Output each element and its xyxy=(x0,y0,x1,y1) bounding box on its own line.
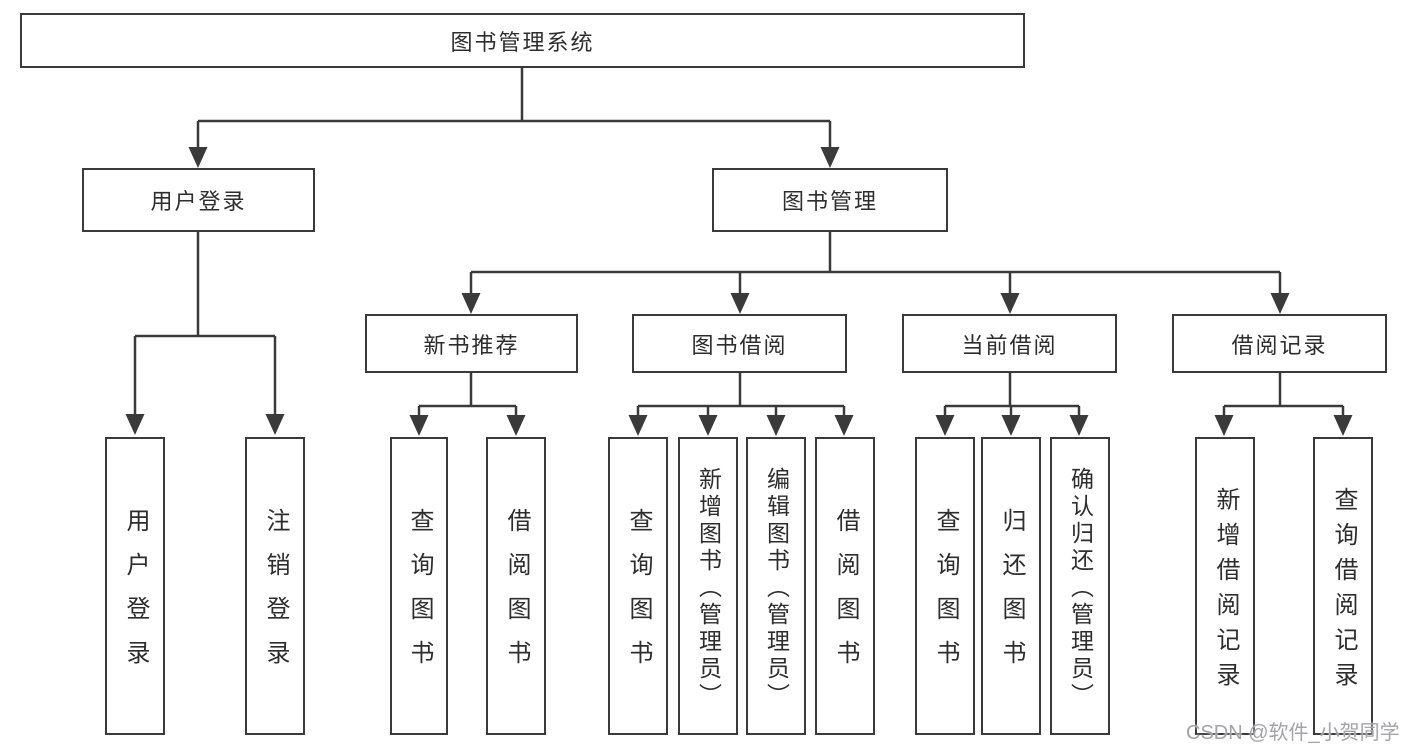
leaf-add-borrow-record-label: 新增借阅记录 xyxy=(1212,486,1239,697)
leaf-user-login: 用户登录 xyxy=(105,437,165,735)
leaf-borrow-books-1: 借阅图书 xyxy=(486,437,546,735)
leaf-add-books-admin-label: 新增图书（管理员） xyxy=(695,466,722,710)
leaf-edit-books-admin-label: 编辑图书（管理员） xyxy=(763,466,790,710)
leaf-add-books-admin: 新增图书（管理员） xyxy=(678,437,738,735)
node-book-borrowing: 图书借阅 xyxy=(632,314,847,373)
leaf-query-books-3: 查询图书 xyxy=(915,437,975,735)
leaf-borrow-books-1-label: 借阅图书 xyxy=(503,508,530,684)
leaf-return-books: 归还图书 xyxy=(981,437,1041,735)
csdn-watermark: CSDN @软件_小贺同学 xyxy=(1186,722,1400,744)
leaf-return-books-label: 归还图书 xyxy=(998,508,1025,684)
leaf-confirm-return-admin: 确认归还（管理员） xyxy=(1050,437,1110,735)
leaf-logout-label: 注销登录 xyxy=(262,508,289,684)
leaf-query-borrow-record-label: 查询借阅记录 xyxy=(1330,486,1357,697)
node-new-book-recommendation: 新书推荐 xyxy=(365,314,578,373)
leaf-query-books-2-label: 查询图书 xyxy=(625,508,652,684)
leaf-add-borrow-record: 新增借阅记录 xyxy=(1195,437,1255,735)
leaf-borrow-books-2: 借阅图书 xyxy=(815,437,875,735)
node-library-management-system: 图书管理系统 xyxy=(20,13,1025,68)
leaf-query-books-2: 查询图书 xyxy=(608,437,668,735)
leaf-borrow-books-2-label: 借阅图书 xyxy=(832,508,859,684)
leaf-query-books-1-label: 查询图书 xyxy=(406,508,433,684)
node-book-management: 图书管理 xyxy=(712,168,948,232)
leaf-edit-books-admin: 编辑图书（管理员） xyxy=(746,437,806,735)
leaf-query-books-1: 查询图书 xyxy=(390,437,448,735)
node-borrowing-records: 借阅记录 xyxy=(1172,314,1387,373)
leaf-query-borrow-record: 查询借阅记录 xyxy=(1313,437,1373,735)
leaf-user-login-label: 用户登录 xyxy=(122,508,149,684)
node-user-login: 用户登录 xyxy=(82,168,315,232)
leaf-confirm-return-admin-label: 确认归还（管理员） xyxy=(1067,466,1094,710)
leaf-logout: 注销登录 xyxy=(245,437,305,735)
leaf-query-books-3-label: 查询图书 xyxy=(932,508,959,684)
node-current-borrowing: 当前借阅 xyxy=(902,314,1117,373)
